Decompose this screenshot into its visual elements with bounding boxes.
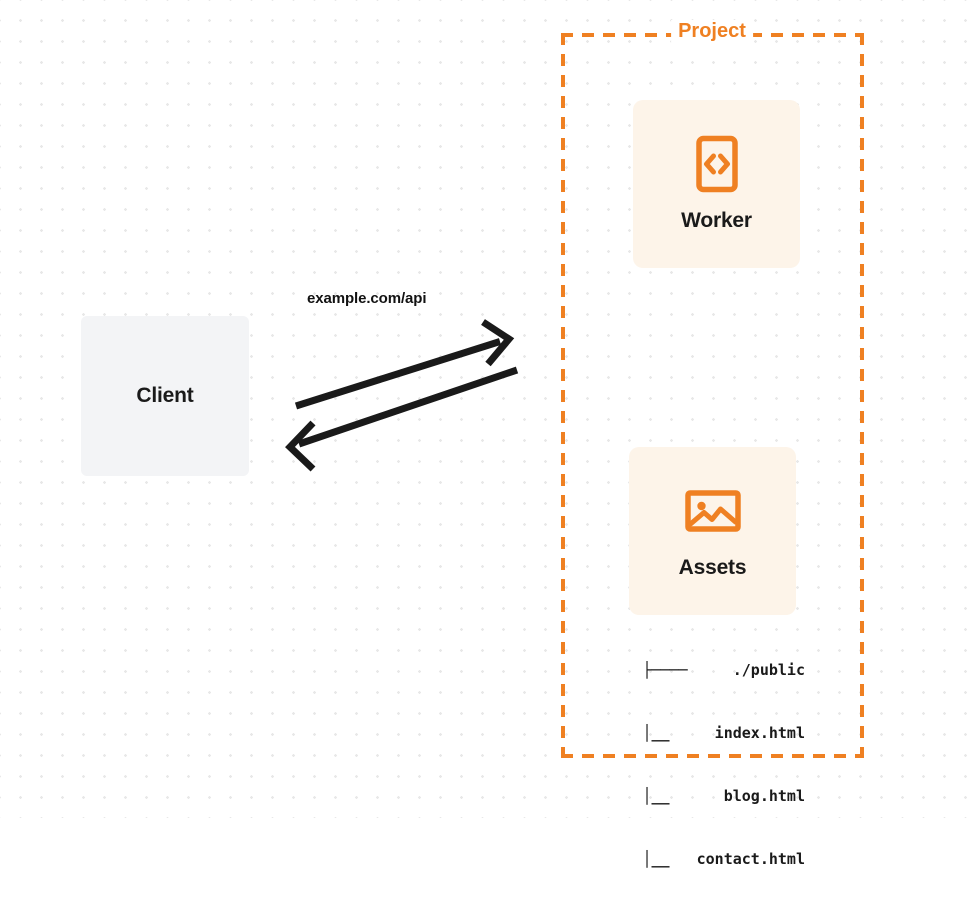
assets-label: Assets xyxy=(678,556,747,579)
code-brackets-icon xyxy=(695,135,738,193)
response-arrow-shaft xyxy=(297,366,519,448)
worker-node[interactable]: Worker xyxy=(633,100,800,268)
file-tree-line-3: │__ contact.html xyxy=(642,850,805,868)
diagram-canvas: Client example.com/api Project Worker xyxy=(0,0,980,868)
worker-label: Worker xyxy=(681,209,752,232)
project-border-bottom xyxy=(561,754,864,758)
request-arrow-shaft xyxy=(294,338,502,410)
file-tree-row: │__ contact.html xyxy=(605,849,805,870)
client-node[interactable]: Client xyxy=(81,316,249,476)
project-border-left xyxy=(561,33,565,758)
image-icon xyxy=(684,490,741,532)
project-boundary: Project xyxy=(561,20,864,758)
file-tree-row: │__ index.html xyxy=(605,723,805,744)
file-tree-row: ├──── ./public xyxy=(605,660,805,681)
client-label: Client xyxy=(136,384,194,407)
project-title: Project xyxy=(671,20,753,43)
response-arrow-head xyxy=(285,420,316,472)
file-tree-line-1: │__ index.html xyxy=(642,724,805,742)
project-border-right xyxy=(860,33,864,758)
file-tree-row: │__ blog.html xyxy=(605,786,805,807)
assets-node[interactable]: Assets xyxy=(629,447,796,615)
file-tree-line-2: │__ blog.html xyxy=(642,787,805,805)
file-tree-line-0: ├──── ./public xyxy=(642,661,805,679)
connection-label: example.com/api xyxy=(307,290,427,307)
request-arrow-head xyxy=(481,319,515,367)
assets-file-tree: ├──── ./public │__ index.html │__ blog.h… xyxy=(605,618,805,912)
